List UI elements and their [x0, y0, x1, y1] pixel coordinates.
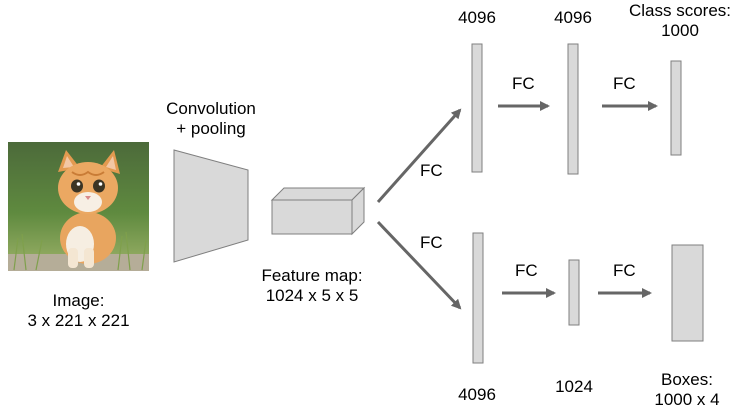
- image-label-line2: 3 x 221 x 221: [27, 311, 130, 330]
- top-fc1-layer: [471, 43, 483, 173]
- conv-label-line2: + pooling: [176, 119, 246, 138]
- top-fc2-size: 4096: [554, 8, 592, 27]
- feature-map-label: Feature map: 1024 x 5 x 5: [250, 266, 374, 306]
- boxes-label-line1: Boxes:: [661, 370, 713, 389]
- feature-map-block: [270, 186, 366, 236]
- boxes-label-line2: 1000 x 4: [654, 390, 720, 409]
- top-split-fc-label: FC: [420, 161, 443, 180]
- top-fc-label-b: FC: [613, 74, 636, 93]
- class-scores-label-line2: 1000: [661, 21, 699, 40]
- conv-label-line1: Convolution: [166, 99, 256, 118]
- class-scores-label: Class scores: 1000: [618, 1, 742, 41]
- conv-label: Convolution + pooling: [145, 99, 277, 139]
- kitten-photo: [8, 142, 149, 271]
- bottom-fc1-size: 4096: [458, 385, 496, 404]
- bottom-fc-label-a: FC: [515, 261, 538, 280]
- feature-map-label-line2: 1024 x 5 x 5: [265, 286, 359, 305]
- bottom-fc1-layer: [472, 232, 484, 364]
- conv-pooling-block: [173, 149, 249, 263]
- split-arrow-bottom: [376, 220, 462, 310]
- class-scores-layer: [670, 60, 682, 156]
- boxes-label: Boxes: 1000 x 4: [632, 370, 742, 410]
- top-fc2-layer: [567, 43, 579, 175]
- image-label-line1: Image:: [52, 291, 105, 310]
- class-scores-label-line1: Class scores:: [628, 1, 732, 20]
- bottom-fc2-layer: [568, 259, 580, 326]
- feature-map-label-line1: Feature map:: [261, 266, 363, 285]
- top-fc1-size: 4096: [458, 8, 496, 27]
- boxes-output-layer: [671, 244, 704, 342]
- split-arrow-top: [376, 108, 462, 203]
- bottom-fc-label-b: FC: [613, 261, 636, 280]
- image-label: Image: 3 x 221 x 221: [0, 291, 157, 331]
- bottom-fc2-size: 1024: [555, 377, 593, 396]
- bottom-split-fc-label: FC: [420, 233, 443, 252]
- top-fc-label-a: FC: [512, 74, 535, 93]
